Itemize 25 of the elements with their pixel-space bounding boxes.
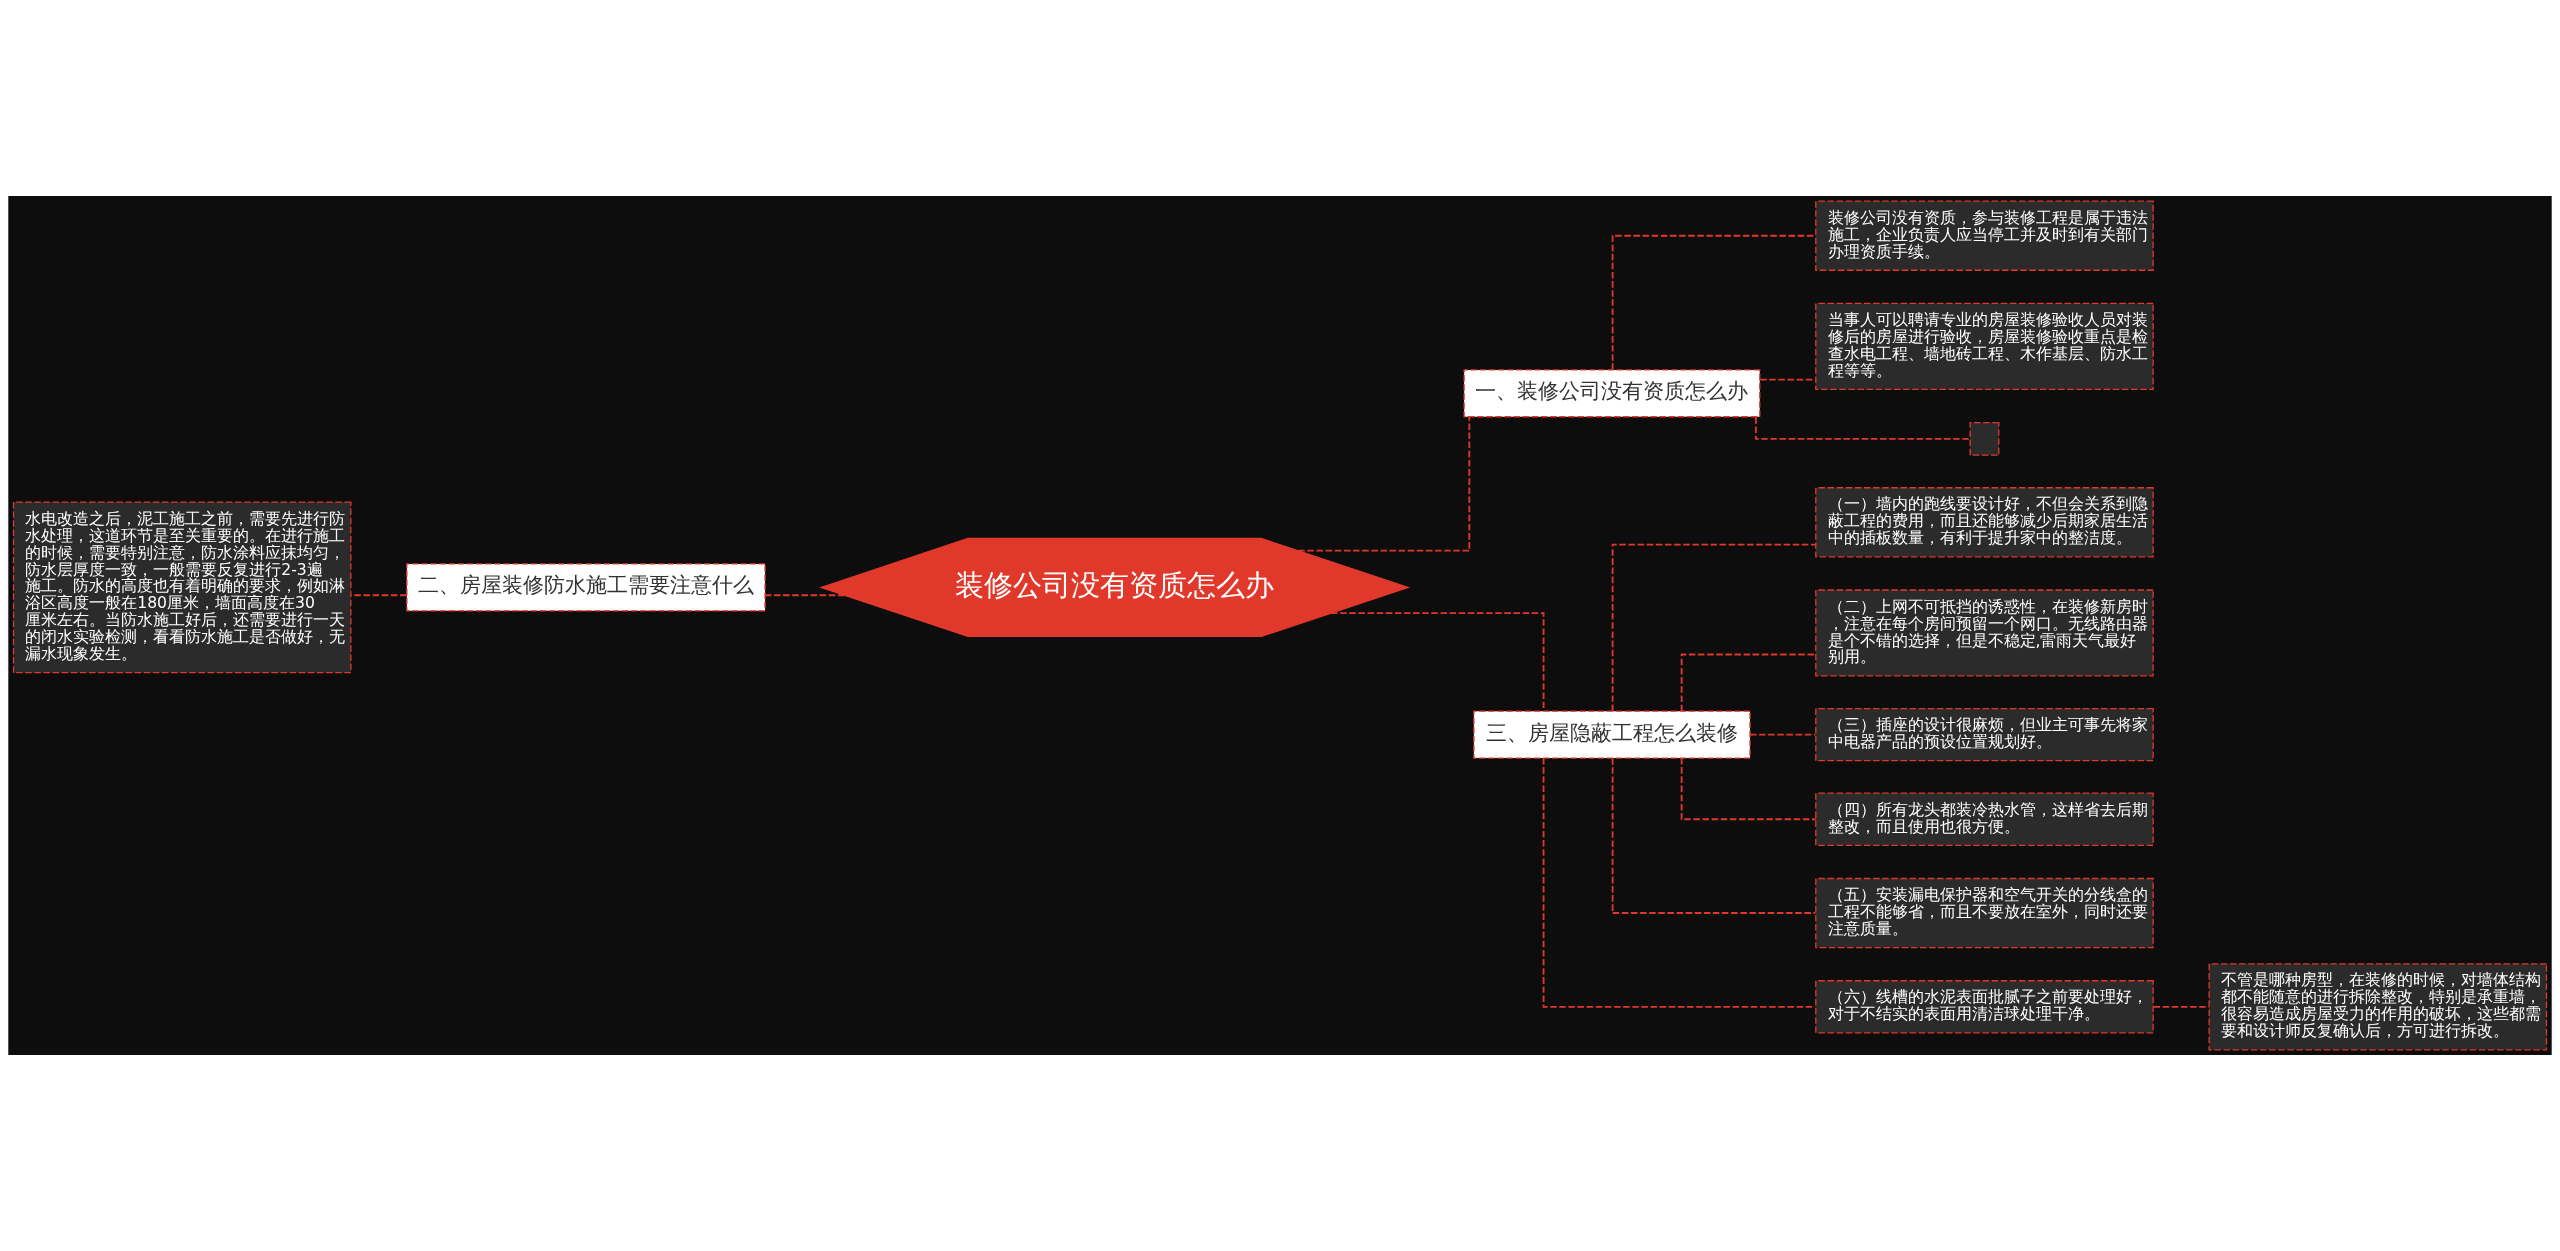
node-box: 三、房屋隐蔽工程怎么装修 xyxy=(1473,710,1751,759)
node-box: （三）插座的设计很麻烦，但业主可事先将家中电器产品的预设位置规划好。 xyxy=(1815,707,2154,762)
connector xyxy=(1680,757,1817,821)
node-box: （四）所有龙头都装冷热水管，这样省去后期整改，而且使用也很方便。 xyxy=(1815,792,2154,846)
node-box: 装修公司没有资质，参与装修工程是属于违法施工，企业负责人应当停工并及时到有关部门办理资质手续。 xyxy=(1815,200,2154,271)
node-box: 当事人可以聘请专业的房屋装修验收人员对装修后的房屋进行验收，房屋装修验收重点是检查水电工程、墙地砖工程、木作基层、防水工程等等。 xyxy=(1815,302,2154,391)
connector xyxy=(1754,416,1971,440)
node-box: 一、装修公司没有资质怎么办 xyxy=(1463,369,1761,418)
connector xyxy=(350,594,408,597)
node-box: （五）安装漏电保护器和空气开关的分线盒的工程不能够省，而且不要放在室外，同时还要注意质量。 xyxy=(1815,877,2154,949)
connector xyxy=(1680,653,1817,712)
node-box: （一）墙内的跑线要设计好，不但会关系到隐蔽工程的费用，而且还能够减少后期家居生活中的插板数量，有利于提升家中的整洁度。 xyxy=(1815,487,2154,558)
node-box xyxy=(1969,422,2000,456)
connector xyxy=(764,594,846,597)
connector xyxy=(2152,1005,2210,1008)
connector xyxy=(1749,733,1817,736)
connector xyxy=(1611,543,1817,712)
node-box: 水电改造之后，泥工施工之前，需要先进行防水处理，这道环节是至关重要的。在进行施工的时候，需要特别注意，防水涂料应抹均匀，防水层厚度一致，一般需要反复进行2-3遍施工。防水的高度也有着明确的要求，例如淋浴区高度一般在180厘米，墙面高度在30厘米左右。当防水施工好后，还需要进行一天的闭水实验检测，看看防水施工是否做好，无漏水现象发生。 xyxy=(12,501,352,674)
node-box: （六）线槽的水泥表面批腻子之前要处理好，对于不结实的表面用清洁球处理干净。 xyxy=(1815,980,2154,1034)
connector xyxy=(1611,757,1817,914)
connector xyxy=(1542,757,1817,1008)
node-box: 不管是哪种房型，在装修的时候，对墙体结构都不能随意的进行拆除整改，特别是承重墙，很容易造成房屋受力的作用的破坏，这些都需要和设计师反复确认后，方可进行拆改。 xyxy=(2208,963,2548,1051)
connector xyxy=(1297,415,1471,552)
node-box: 二、房屋装修防水施工需要注意什么 xyxy=(406,563,766,612)
node-box: （二）上网不可抵挡的诱惑性，在装修新房时，注意在每个房间预留一个网口。无线路由器是个不错的选择，但是不稳定,雷雨天气最好别用。 xyxy=(1815,589,2154,677)
